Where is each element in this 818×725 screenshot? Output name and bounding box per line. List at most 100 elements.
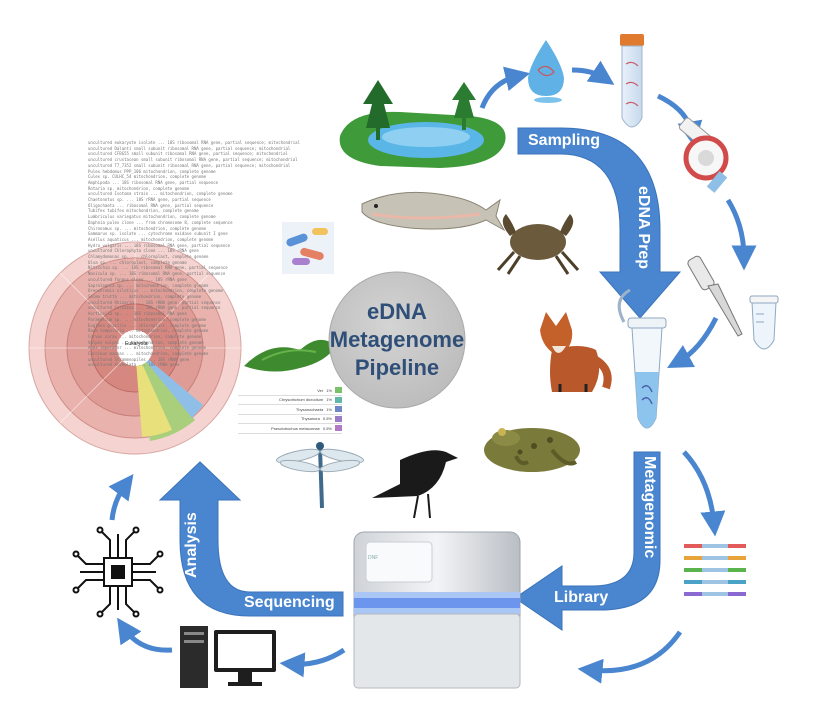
metagenomic-library-arrow [514, 451, 661, 631]
sequence-text-line: uncultured crustacean small subunit ribo… [88, 157, 298, 163]
sequence-text-line: uncultured CFBG55 small subunit ribosoma… [88, 151, 288, 157]
sequence-text-line: Vorticella sp. ... 18S ribosomal RNA gen… [88, 311, 187, 317]
sequence-text-line: Rotaria sp. mitochondrion, complete geno… [88, 185, 190, 191]
legend-percent: 1% [326, 397, 332, 403]
sequence-text-line: Culex sp. CULHC_54 mitochondrion, comple… [88, 174, 207, 180]
computer-icon [180, 626, 276, 688]
sequence-text-line: Pulex hebdomus PPP_106 mitochondrion, co… [88, 168, 216, 174]
legend-label: Thysanochaeta [295, 406, 324, 412]
circuit-chip-icon [72, 526, 164, 618]
arrow-pipette-to-microtube [667, 316, 719, 368]
sequence-text-line: Oligochaeta ... ribosomal RNA gene, part… [88, 202, 214, 208]
water-droplet-icon [528, 40, 564, 103]
sequence-text-line: Carcinus maenas ... mitochondrion, compl… [88, 351, 209, 357]
sequence-text-line: Tubifex tubifex mitochondrion, complete … [88, 208, 199, 214]
sequence-text-line: Rana temporaria ... mitochondrion, compl… [88, 328, 209, 334]
sequence-text-line: uncultured Alveolata ... 18S rRNA gene [88, 362, 180, 368]
sequencer-instrument-icon [353, 531, 521, 689]
sequence-text-line: Chironomus sp. ... mitochondrion, comple… [88, 225, 207, 231]
sequencing-analysis-arrow [158, 461, 344, 617]
legend-label: Ver [317, 387, 324, 393]
center-title: eDNA Metagenome Pipeline [322, 298, 472, 382]
sequence-text-line: uncultured fungus clone ... 18S rRNA gen… [88, 276, 187, 282]
analysis-label: Analysis [183, 512, 200, 578]
sequence-text-line: uncultured Stramenopiles ... 18S rRNA ge… [88, 356, 190, 362]
fox-icon [540, 312, 612, 392]
sequence-text-line: Navicula sp. ... 18S ribosomal RNA gene,… [88, 271, 226, 277]
sequence-text-line: Daphnia pulex clone ... from chromosome … [88, 219, 233, 225]
legend-percent: 1% [326, 406, 332, 412]
arrow-droplet-to-tube [571, 60, 615, 85]
legend-percent: 1% [326, 387, 332, 393]
crab-icon [496, 214, 580, 275]
pond-icon [339, 80, 506, 168]
instrument-logo: DNF [368, 555, 379, 561]
sampling-edna-prep-arrow [517, 127, 682, 319]
sample-tube-icon [620, 34, 644, 128]
center-title-line-2: Metagenome [329, 327, 465, 352]
metagenomic-label: Metagenomic [641, 456, 658, 559]
sequence-text-line: Ulva sp. ... chloroplast, complete genom… [88, 259, 187, 265]
sequence-text-line: Chlamydomonas sp. ... chloroplast, compl… [88, 254, 209, 260]
syringe-filter-icon [678, 117, 729, 193]
sequence-text-line: Hydra vulgaris ... 18S ribosomal RNA gen… [88, 242, 231, 248]
center-title-line-3: Pipeline [354, 355, 440, 380]
legend-label: Pseudotrochus metacomae [271, 425, 320, 431]
pipette-icon [687, 255, 743, 337]
sequence-text-line: uncultured Dalanti small subunit ribosom… [88, 145, 291, 151]
dragonfly-icon [275, 442, 365, 509]
krona-chart [28, 241, 242, 455]
sequence-text-line: Paramecium sp. ... mitochondrion, comple… [88, 316, 207, 322]
legend-swatch [335, 387, 342, 394]
legend-percent: 0.5% [322, 416, 332, 422]
center-title-line-1: eDNA [367, 299, 427, 324]
sequence-text-line: uncultured eukaryote isolate ... 18S rib… [88, 140, 300, 145]
legend-swatch [335, 415, 342, 422]
sequence-text-line: Nitzschia sp. ... 18S ribosomal RNA gene… [88, 265, 228, 271]
arrow-reads-to-sequencer [577, 630, 683, 684]
microtube-icon [749, 295, 779, 350]
krona-center-label: Eukaryota [125, 341, 148, 347]
sequence-text-line: Asellus aquaticus ... mitochondrion, com… [88, 236, 214, 242]
sequence-reads-icon [684, 544, 746, 596]
sequence-text-line: Saprolegnia sp. ... mitochondrion, compl… [88, 282, 209, 288]
arrow-sequencer-to-computer [279, 647, 346, 678]
sequence-text-line: Amphipoda ... 18S ribosomal RNA gene, pa… [88, 179, 219, 185]
legend-swatch [335, 396, 342, 403]
dna-microtube-icon [617, 288, 667, 429]
sequence-text-line: uncultured T7_7352 small subunit ribosom… [88, 162, 291, 168]
sequence-text-block: uncultured eukaryote isolate ... 18S rib… [88, 140, 388, 368]
sequence-text-line: uncultured Cercozoa ... 18S rRNA gene, p… [88, 305, 221, 311]
sampling-label: Sampling [528, 132, 601, 149]
sequence-text-line: uncultured Isotoma strain ... mitochondr… [88, 191, 233, 197]
arrow-to-reads [682, 450, 726, 537]
sequence-text-line: Vulpes vulpes ... mitochondrion, complet… [88, 339, 204, 345]
sequence-text-line: Oreochromis niloticus ... mitochondrion,… [88, 288, 223, 294]
sequencing-label: Sequencing [244, 594, 335, 611]
bacteria-icon [282, 222, 334, 274]
fish-icon [361, 191, 506, 232]
edna-prep-label: eDNA Prep [635, 186, 652, 269]
library-label: Library [554, 589, 609, 606]
sequence-text-line: Salmo trutta ... mitochondrion, complete… [88, 293, 202, 299]
center-circle [328, 271, 466, 409]
raven-icon [372, 450, 458, 519]
arrow-chip-to-krona [108, 473, 134, 521]
legend-swatch [335, 406, 342, 413]
sequence-text-line: Euglena gracilis ... chloroplast, comple… [88, 322, 207, 328]
frog-icon [484, 428, 580, 472]
arrow-filter-to-pipette [725, 198, 757, 271]
legend-label: Thysanura [300, 416, 320, 422]
sequence-text-line: Corvus corax ... mitochondrion, complete… [88, 333, 202, 339]
sequence-text-line: Gammarus sp. isolate ... cytochrome oxid… [88, 231, 228, 237]
seaweed-icon [244, 339, 336, 372]
arrow-computer-to-chip [117, 617, 173, 653]
